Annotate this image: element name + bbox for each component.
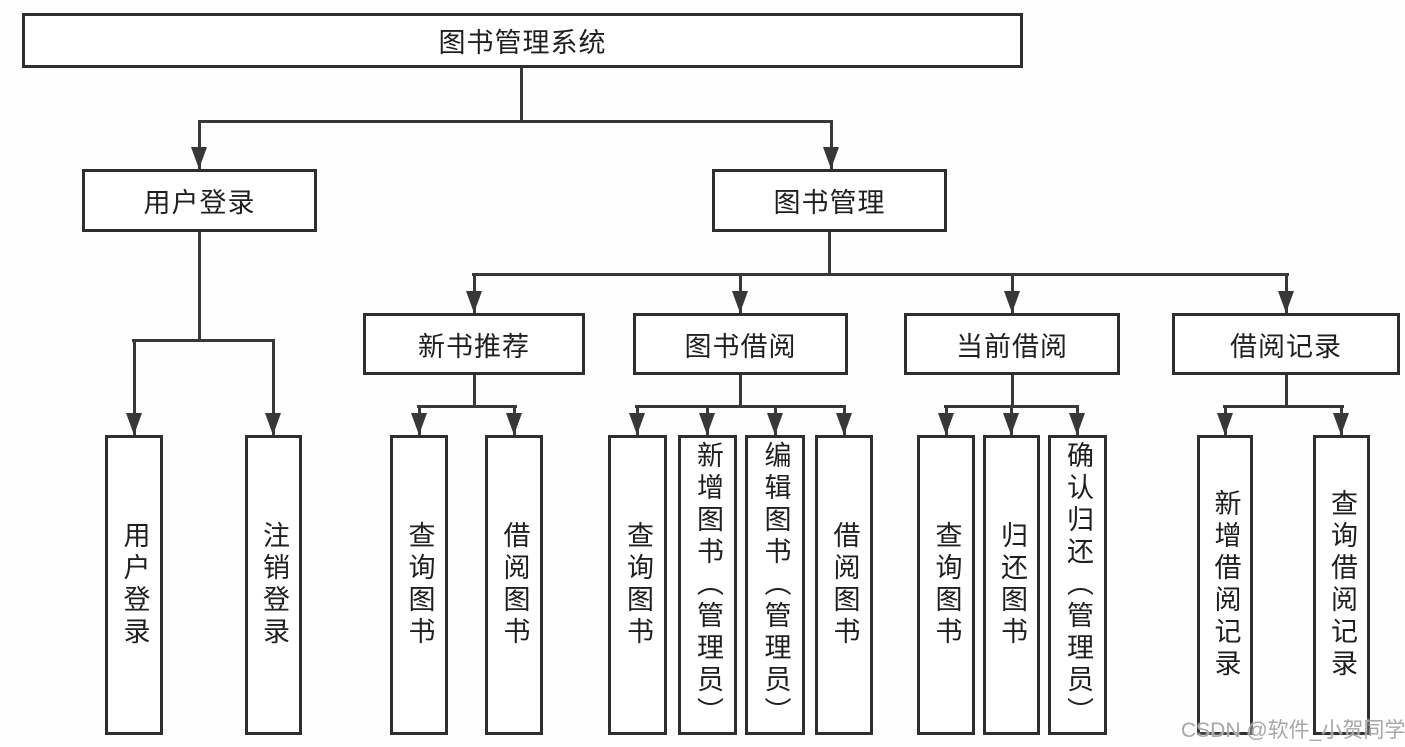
connector-stub-user-login	[198, 120, 201, 169]
leaf-query-books-recommend-label: 查询图书	[404, 521, 435, 649]
node-new-book-recommend-label: 新书推荐	[418, 331, 530, 362]
connector-user-login-down	[198, 232, 201, 339]
arrowhead-g4c	[1069, 413, 1085, 435]
leaf-add-book-admin: 新增图书（管理员）	[678, 435, 737, 735]
leaf-user-login-label: 用户登录	[119, 521, 150, 649]
connector-stub-book-management	[830, 120, 833, 169]
connector-new-book-down	[473, 375, 476, 405]
leaf-query-books-current-label: 查询图书	[931, 521, 962, 649]
arrowhead-g3a	[629, 413, 645, 435]
leaf-borrow-books-recommend: 借阅图书	[485, 435, 543, 735]
arrowhead-current-borrowing	[1004, 291, 1020, 313]
arrowhead-user-login	[191, 147, 207, 169]
arrowhead-book-management	[823, 147, 839, 169]
arrowhead-g2a	[411, 413, 427, 435]
node-book-management: 图书管理	[712, 169, 947, 232]
node-book-borrowing-label: 图书借阅	[684, 331, 797, 362]
arrowhead-borrow-records	[1278, 291, 1294, 313]
leaf-confirm-return-admin-label: 确认归还（管理员）	[1063, 441, 1093, 729]
arrowhead-g5a	[1217, 413, 1233, 435]
node-user-login: 用户登录	[82, 169, 317, 232]
leaf-query-books-current: 查询图书	[917, 435, 975, 735]
leaf-query-books-recommend: 查询图书	[390, 435, 448, 735]
arrowhead-g3b	[699, 413, 715, 435]
arrowhead-g4b	[1003, 413, 1019, 435]
node-borrow-records-label: 借阅记录	[1230, 331, 1342, 362]
leaf-edit-book-admin: 编辑图书（管理员）	[745, 435, 805, 735]
leaf-confirm-return-admin: 确认归还（管理员）	[1048, 435, 1107, 735]
node-current-borrowing-label: 当前借阅	[956, 331, 1068, 362]
connector-root-down	[520, 68, 523, 120]
connector-stub-leaf-logout	[272, 339, 275, 435]
connector-stub-leaf-user-login	[133, 339, 136, 435]
leaf-borrow-books-recommend-label: 借阅图书	[499, 521, 530, 649]
arrowhead-leaf-user-login	[126, 413, 142, 435]
leaf-query-borrow-record: 查询借阅记录	[1313, 435, 1370, 735]
arrowhead-g4a	[938, 413, 954, 435]
node-book-management-label: 图书管理	[773, 188, 886, 218]
arrowhead-g3d	[836, 413, 852, 435]
node-current-borrowing: 当前借阅	[904, 313, 1120, 375]
arrowhead-g2b	[506, 413, 522, 435]
node-borrow-records: 借阅记录	[1172, 313, 1400, 375]
node-root-label: 图书管理系统	[438, 28, 607, 58]
node-book-borrowing: 图书借阅	[633, 313, 848, 375]
leaf-return-book: 归还图书	[983, 435, 1040, 735]
leaf-add-borrow-record: 新增借阅记录	[1197, 435, 1253, 735]
connector-book-management-down	[828, 232, 831, 273]
node-user-login-label: 用户登录	[143, 188, 256, 218]
arrowhead-new-book	[466, 291, 482, 313]
watermark: CSDN @软件_小贺同学	[1181, 719, 1405, 742]
connector-current-borrowing-down	[1011, 375, 1014, 405]
arrowhead-g3c	[767, 413, 783, 435]
leaf-add-book-admin-label: 新增图书（管理员）	[693, 441, 723, 729]
leaf-borrow-books-borrowing: 借阅图书	[815, 435, 873, 735]
leaf-add-borrow-record-label: 新增借阅记录	[1210, 489, 1241, 681]
leaf-query-books-borrowing: 查询图书	[608, 435, 667, 735]
leaf-query-books-borrowing-label: 查询图书	[623, 521, 653, 649]
connector-rail-new-book	[417, 405, 517, 408]
leaf-query-borrow-record-label: 查询借阅记录	[1327, 489, 1357, 681]
leaf-borrow-books-borrowing-label: 借阅图书	[829, 521, 860, 649]
arrowhead-leaf-logout	[265, 413, 281, 435]
leaf-return-book-label: 归还图书	[997, 521, 1027, 649]
node-new-book-recommend: 新书推荐	[363, 313, 585, 375]
arrowhead-g5b	[1333, 413, 1349, 435]
connector-rail-level3	[472, 273, 1289, 276]
connector-rail-level2	[198, 120, 833, 123]
leaf-edit-book-admin-label: 编辑图书（管理员）	[760, 441, 791, 729]
leaf-user-login: 用户登录	[105, 435, 163, 735]
connector-rail-book-borrowing	[635, 405, 846, 408]
connector-book-borrowing-down	[739, 375, 742, 405]
leaf-logout-label: 注销登录	[259, 521, 289, 649]
node-root: 图书管理系统	[22, 13, 1023, 68]
leaf-logout: 注销登录	[245, 435, 302, 735]
connector-borrow-records-down	[1285, 375, 1288, 405]
connector-rail-user-login	[132, 339, 275, 342]
arrowhead-book-borrowing	[732, 291, 748, 313]
connector-rail-borrow-records	[1223, 405, 1344, 408]
